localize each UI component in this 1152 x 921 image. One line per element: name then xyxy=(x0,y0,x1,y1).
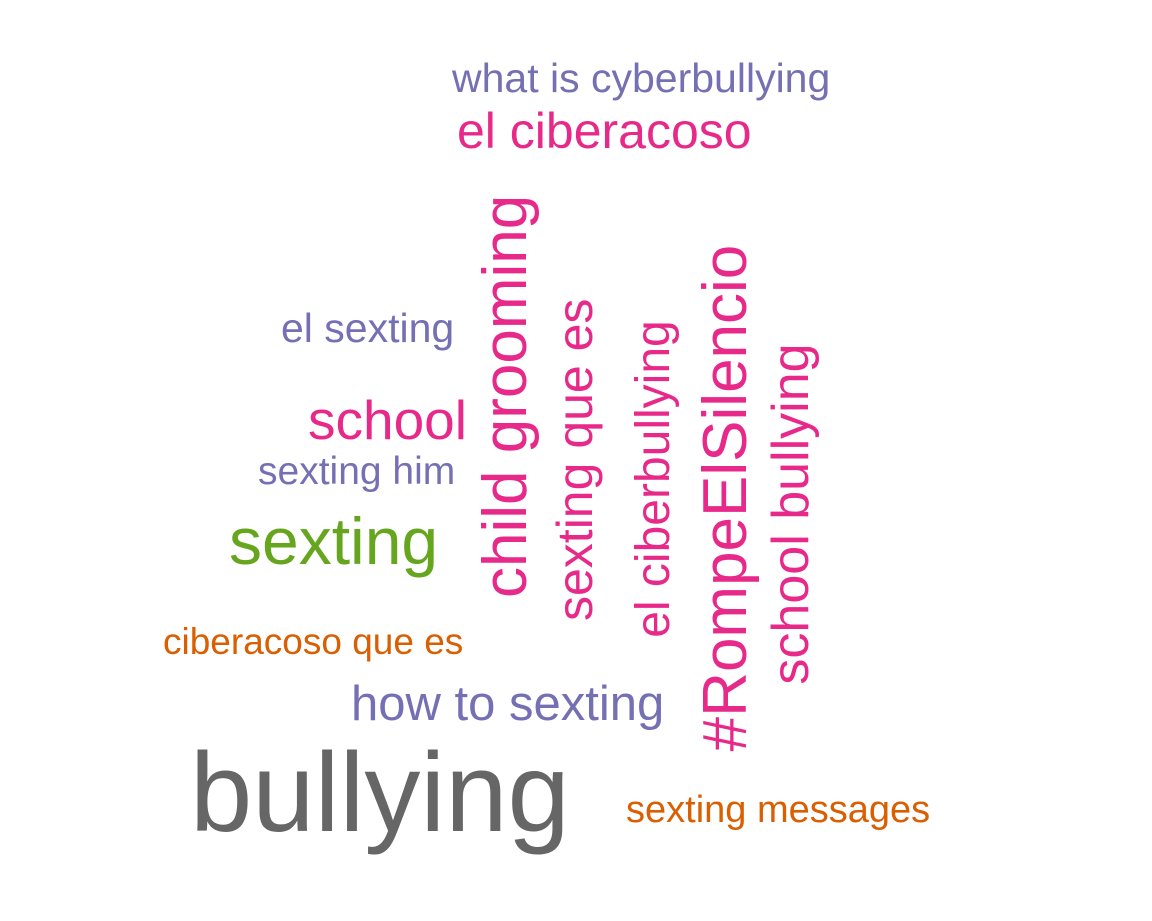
word-sexting-him: sexting him xyxy=(258,450,456,493)
word-how-to-sexting: how to sexting xyxy=(351,677,665,731)
word-el-ciberbullying: el ciberbullying xyxy=(627,320,680,638)
word-what-is-cyberbullying: what is cyberbullying xyxy=(452,55,831,101)
word-rompe-el-silencio: #RompeElSilencio xyxy=(691,244,760,752)
word-ciberacoso-que-es: ciberacoso que es xyxy=(163,621,464,662)
word-child-grooming: child grooming xyxy=(471,194,540,598)
word-sexting-messages: sexting messages xyxy=(626,789,931,831)
word-sexting: sexting xyxy=(229,504,439,578)
word-el-ciberacoso: el ciberacoso xyxy=(457,103,752,159)
word-sexting-que-es: sexting que es xyxy=(547,298,603,621)
word-school: school xyxy=(308,389,467,451)
word-el-sexting: el sexting xyxy=(281,305,455,351)
word-school-bullying: school bullying xyxy=(762,343,820,685)
word-bullying: bullying xyxy=(190,730,570,855)
